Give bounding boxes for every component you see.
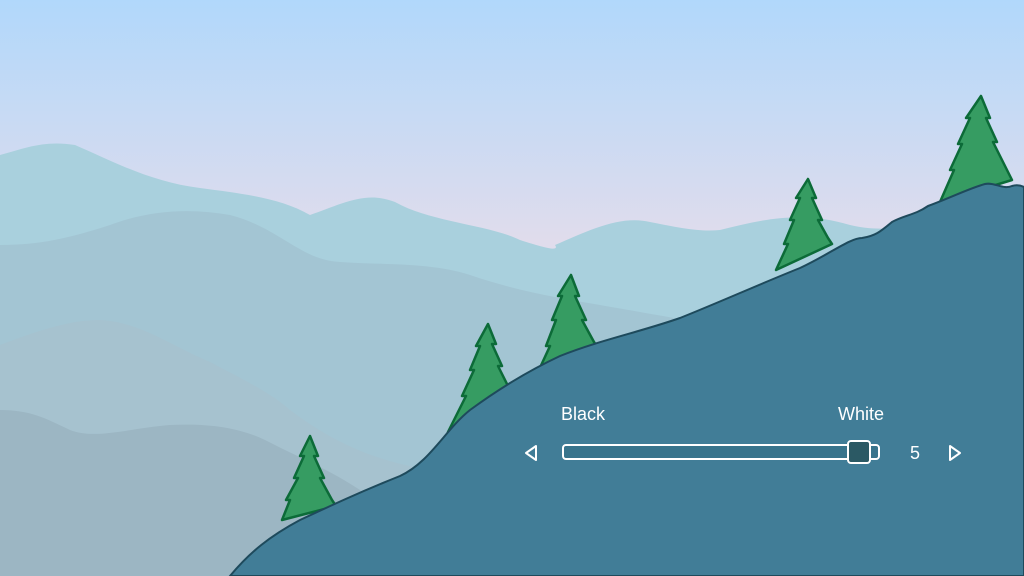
hillside bbox=[228, 182, 1024, 576]
pine-tree bbox=[774, 177, 834, 272]
pine-tree bbox=[280, 434, 338, 522]
slider-min-label: Black bbox=[561, 404, 606, 424]
triangle-right-icon bbox=[949, 445, 961, 461]
decrease-button[interactable] bbox=[520, 442, 542, 464]
increase-button[interactable] bbox=[944, 442, 966, 464]
slider-thumb[interactable] bbox=[847, 440, 872, 464]
triangle-left-icon bbox=[525, 445, 537, 461]
slider-max-label: White bbox=[838, 404, 885, 424]
slider-value: 5 bbox=[910, 443, 921, 463]
slider-track[interactable] bbox=[562, 444, 880, 460]
